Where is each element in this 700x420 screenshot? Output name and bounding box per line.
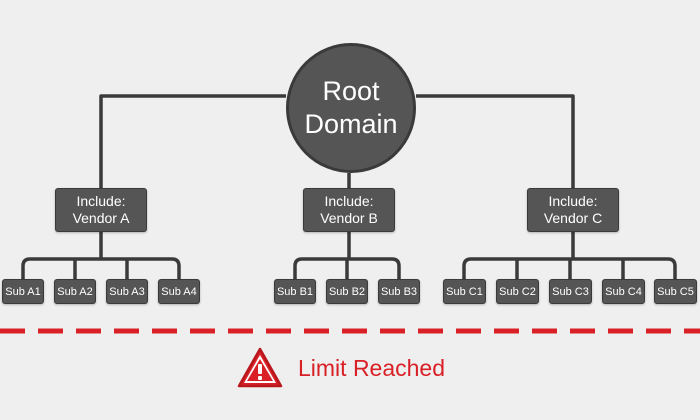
include-vendor-b: Include: Vendor B (303, 188, 395, 232)
warning-triangle-icon (237, 347, 283, 388)
sub-c1: Sub C1 (443, 279, 486, 304)
sub-b1: Sub B1 (274, 279, 316, 304)
sub-b3: Sub B3 (378, 279, 420, 304)
sub-a3: Sub A3 (106, 279, 148, 304)
root-domain-node: Root Domain (286, 43, 416, 173)
limit-reached-label: Limit Reached (298, 354, 446, 381)
connector-root-to-vendor-c (416, 94, 575, 188)
limit-warning: Limit Reached (236, 346, 445, 390)
sub-a2: Sub A2 (54, 279, 96, 304)
sub-a4: Sub A4 (158, 279, 200, 304)
sub-a1: Sub A1 (2, 279, 44, 304)
sub-b2: Sub B2 (326, 279, 368, 304)
sub-c5: Sub C5 (654, 279, 697, 304)
sub-c3: Sub C3 (549, 279, 592, 304)
root-domain-label: Root Domain (304, 76, 398, 139)
connector-root-to-vendor-a (99, 94, 286, 188)
include-vendor-c: Include: Vendor C (527, 188, 619, 232)
include-vendor-a: Include: Vendor A (55, 188, 147, 232)
connector-vendor-a-bus (21, 257, 181, 279)
sub-c2: Sub C2 (496, 279, 539, 304)
sub-c4: Sub C4 (602, 279, 645, 304)
